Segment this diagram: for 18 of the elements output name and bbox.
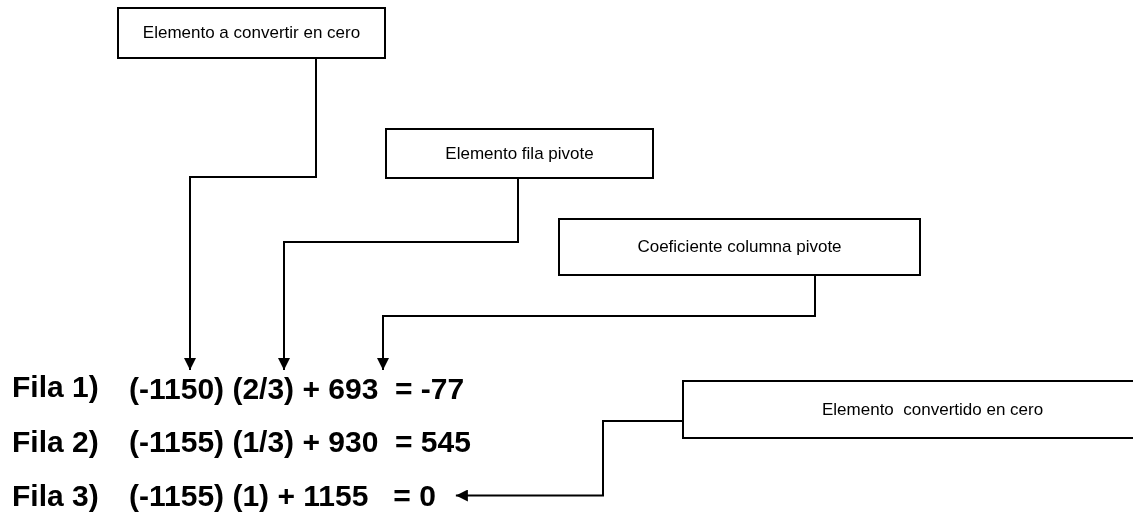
equation: (-1155) (1) + 1155 = 0 bbox=[129, 479, 436, 512]
leader-arrow bbox=[377, 275, 816, 371]
leader-arrow bbox=[184, 58, 317, 371]
box-label: Coeficiente columna pivote bbox=[637, 237, 842, 257]
equation: (-1155) (1/3) + 930 = 545 bbox=[129, 427, 471, 457]
leader-arrow bbox=[278, 178, 519, 371]
box-label: Elemento fila pivote bbox=[445, 143, 594, 164]
box-label: Elemento convertido en cero bbox=[822, 399, 1044, 420]
leader-arrow bbox=[454, 420, 683, 502]
equation: (-1150) (2/3) + 693 = -77 bbox=[129, 372, 465, 405]
box-label: Elemento a convertir en cero bbox=[142, 23, 361, 43]
row-label: Fila 2) bbox=[12, 427, 99, 457]
text-box bbox=[385, 128, 654, 179]
row-label: Fila 1) bbox=[12, 372, 99, 402]
text-box bbox=[117, 7, 386, 59]
row-label: Fila 3) bbox=[12, 481, 99, 511]
text-box bbox=[558, 218, 921, 276]
text-box bbox=[682, 380, 1133, 439]
